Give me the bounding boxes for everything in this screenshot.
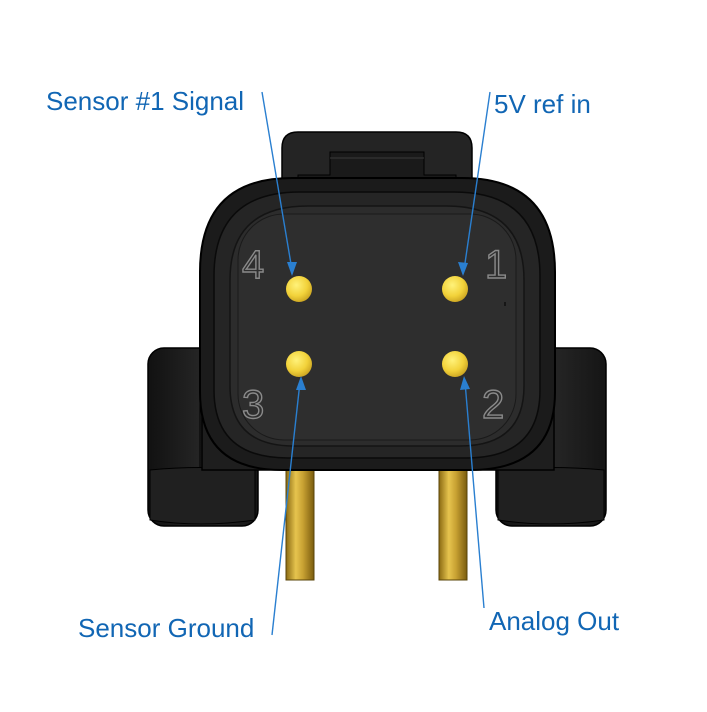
terminal-right (438, 467, 468, 581)
label-analog-out: Analog Out (489, 606, 620, 636)
pin-number-4: 4 (242, 243, 264, 287)
pin-number-1: 1 (485, 243, 507, 287)
pin-number-3: 3 (242, 383, 264, 427)
label-5v-ref-in: 5V ref in (494, 89, 591, 119)
leader-line-sensor-ground (271, 376, 306, 636)
leader-line-sensor1-signal (261, 91, 297, 276)
pin-1-contact (442, 276, 468, 302)
pin-3-contact (286, 351, 312, 377)
label-sensor1-signal: Sensor #1 Signal (46, 86, 245, 116)
terminal-left (285, 467, 315, 581)
leader-line-analog-out (460, 376, 485, 609)
pin-4-contact (286, 276, 312, 302)
label-sensor-ground: Sensor Ground (78, 613, 255, 643)
pin-number-2: 2 (482, 383, 504, 427)
leader-line-5v-ref (458, 91, 491, 276)
pin-2-contact (442, 351, 468, 377)
